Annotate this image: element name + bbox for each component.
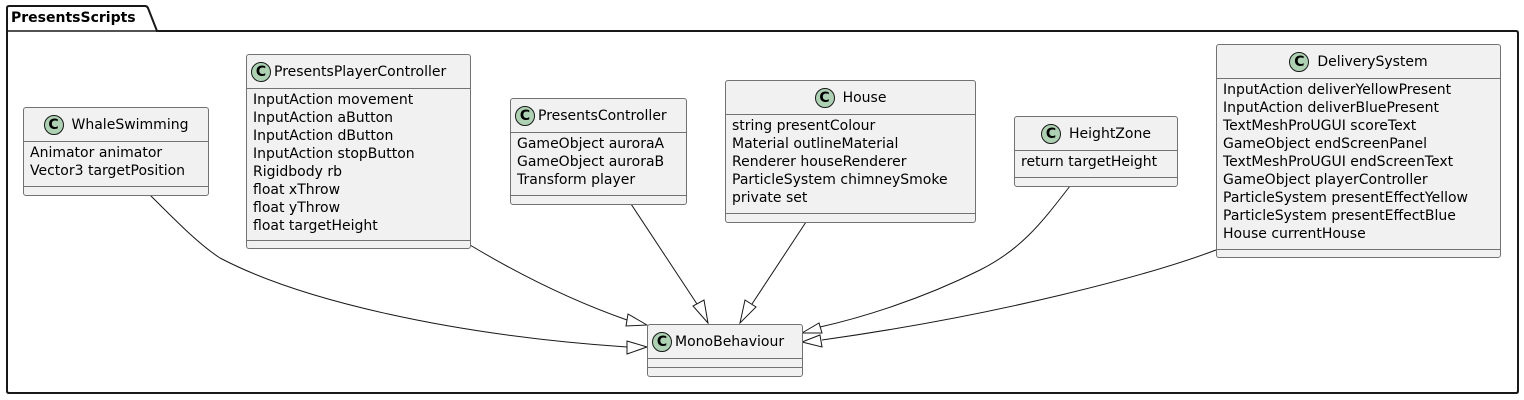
- attribute: return targetHeight: [1021, 154, 1158, 170]
- class-attributes: InputAction deliverYellowPresent InputAc…: [1217, 79, 1500, 250]
- class-header: C DeliverySystem: [1217, 45, 1500, 79]
- attribute: string presentColour: [732, 118, 876, 134]
- edge-deliverysystem-monobehaviour: [821, 249, 1217, 341]
- attribute: InputAction dButton: [253, 128, 394, 144]
- arrowhead-whaleswimming: [626, 340, 649, 355]
- class-heightzone[interactable]: C HeightZone return targetHeight: [1014, 116, 1178, 187]
- attribute: private set: [732, 190, 808, 206]
- class-header: C PresentsController: [511, 99, 686, 133]
- attribute: Animator animator: [30, 145, 163, 161]
- arrowhead-heightzone: [800, 322, 823, 334]
- class-header: C MonoBehaviour: [648, 325, 802, 359]
- attribute: TextMeshProUGUI scoreText: [1223, 118, 1417, 134]
- arrowhead-presentsplayercontroller: [625, 313, 649, 327]
- edge-heightzone-monobehaviour: [819, 185, 1071, 328]
- class-methods: [726, 214, 975, 222]
- class-attributes: Animator animator Vector3 targetPosition: [24, 142, 208, 187]
- edge-house-monobehaviour: [751, 221, 807, 305]
- class-monobehaviour[interactable]: C MonoBehaviour: [647, 324, 803, 377]
- class-name: DeliverySystem: [1317, 53, 1428, 70]
- attribute: float xThrow: [253, 182, 341, 198]
- attribute: GameObject playerController: [1223, 172, 1428, 188]
- class-attributes: return targetHeight: [1015, 151, 1177, 178]
- class-icon: C: [814, 87, 835, 108]
- class-icon: C: [43, 114, 64, 135]
- class-presentscontroller[interactable]: C PresentsController GameObject auroraA …: [510, 98, 687, 205]
- attribute: Rigidbody rb: [253, 164, 342, 180]
- class-icon: C: [515, 105, 535, 126]
- attribute: InputAction aButton: [253, 110, 394, 126]
- class-name: House: [842, 89, 887, 106]
- class-header: C PresentsPlayerController: [247, 55, 470, 89]
- attribute: GameObject auroraB: [517, 154, 665, 170]
- class-methods: [511, 196, 686, 204]
- class-icon: C: [652, 331, 672, 352]
- attribute: GameObject endScreenPanel: [1223, 136, 1427, 152]
- class-name: WhaleSwimming: [71, 116, 189, 133]
- attribute: InputAction deliverBluePresent: [1223, 100, 1439, 116]
- class-deliverysystem[interactable]: C DeliverySystem InputAction deliverYell…: [1216, 44, 1501, 258]
- arrowhead-deliverysystem: [800, 334, 823, 348]
- attribute: float targetHeight: [253, 218, 378, 234]
- class-header: C WhaleSwimming: [24, 108, 208, 142]
- attribute: TextMeshProUGUI endScreenText: [1223, 154, 1454, 170]
- class-attributes: InputAction movement InputAction aButton…: [247, 89, 470, 241]
- edge-presentscontroller-monobehaviour: [630, 203, 698, 305]
- attribute: InputAction movement: [253, 92, 414, 108]
- attribute: GameObject auroraA: [517, 136, 665, 152]
- class-methods: [247, 241, 470, 249]
- class-icon: C: [1289, 51, 1310, 72]
- class-name: MonoBehaviour: [675, 333, 785, 350]
- attribute: Vector3 targetPosition: [30, 163, 186, 179]
- attribute: House currentHouse: [1223, 226, 1366, 242]
- class-icon: C: [1041, 123, 1062, 144]
- class-house[interactable]: C House string presentColour Material ou…: [725, 80, 976, 223]
- package-name: PresentsScripts: [11, 10, 136, 26]
- class-methods: [1015, 178, 1177, 186]
- class-methods: [648, 368, 802, 376]
- package-frame: [6, 5, 1519, 394]
- arrowhead-presentscontroller: [692, 299, 709, 325]
- attribute: InputAction deliverYellowPresent: [1223, 82, 1452, 98]
- class-icon: C: [251, 61, 271, 82]
- class-attributes: GameObject auroraA GameObject auroraB Tr…: [511, 133, 686, 196]
- class-methods: [1217, 250, 1500, 258]
- attribute: Transform player: [517, 172, 636, 188]
- attribute: ParticleSystem chimneySmoke: [732, 172, 948, 188]
- class-methods: [24, 187, 208, 195]
- class-attributes: string presentColour Material outlineMat…: [726, 115, 975, 214]
- class-header: C House: [726, 81, 975, 115]
- class-name: PresentsController: [538, 107, 667, 124]
- edge-presentsplayercontroller-monobehaviour: [469, 244, 628, 321]
- edge-whaleswimming-monobehaviour: [149, 194, 628, 348]
- class-presentsplayercontroller[interactable]: C PresentsPlayerController InputAction m…: [246, 54, 471, 249]
- class-name: PresentsPlayerController: [274, 63, 447, 80]
- class-header: C HeightZone: [1015, 117, 1177, 151]
- class-whaleswimming[interactable]: C WhaleSwimming Animator animator Vector…: [23, 107, 209, 196]
- attribute: InputAction stopButton: [253, 146, 415, 162]
- attribute: ParticleSystem presentEffectYellow: [1223, 190, 1468, 206]
- attribute: ParticleSystem presentEffectBlue: [1223, 208, 1456, 224]
- attribute: Material outlineMaterial: [732, 136, 899, 152]
- class-name: HeightZone: [1069, 125, 1151, 142]
- arrowhead-house: [739, 299, 757, 325]
- class-attributes: [648, 359, 802, 368]
- attribute: Renderer houseRenderer: [732, 154, 907, 170]
- attribute: float yThrow: [253, 200, 341, 216]
